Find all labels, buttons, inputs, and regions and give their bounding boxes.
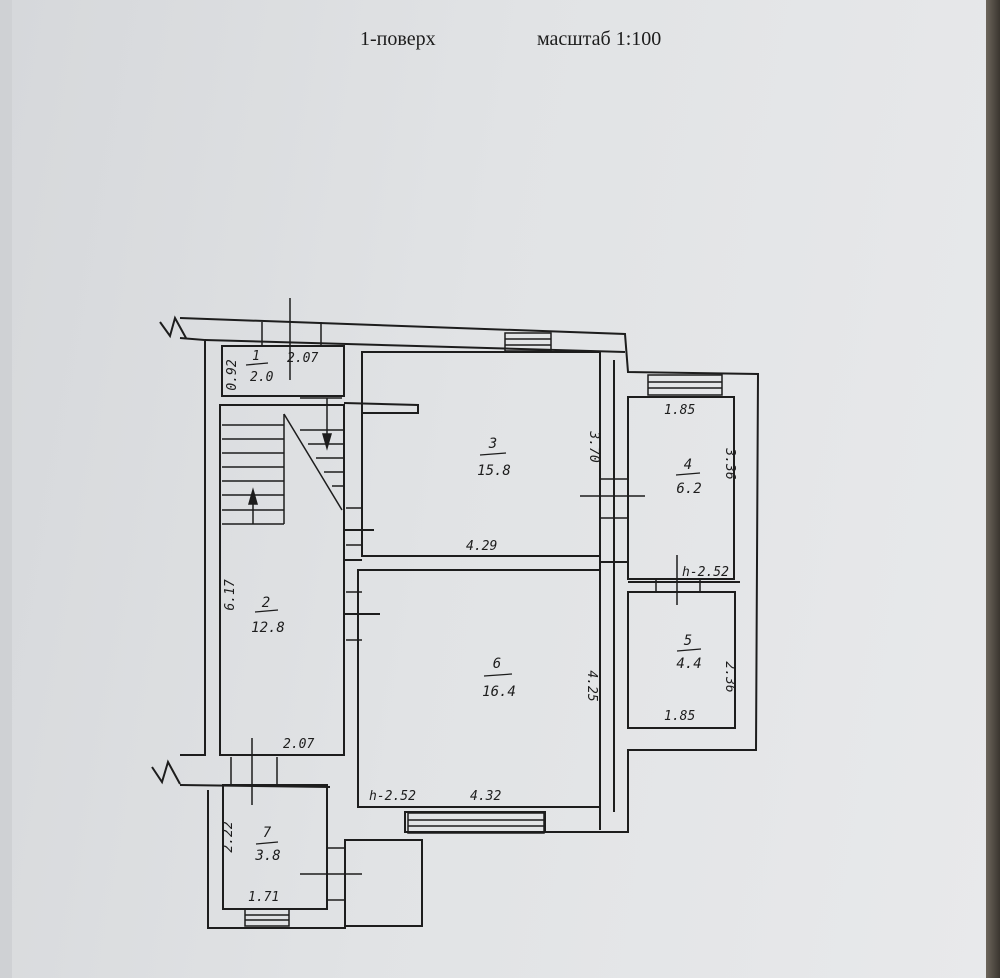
door-marks (230, 298, 701, 901)
room-6-area: 16.4 (482, 684, 516, 700)
room-3-area: 15.8 (477, 463, 511, 479)
window-room-7 (244, 908, 290, 927)
walls (151, 315, 760, 929)
wall-break-bottom (151, 759, 181, 785)
room-6-width: 4.32 (470, 789, 501, 804)
room-2-area: 12.8 (251, 620, 285, 636)
room-3 (361, 351, 601, 557)
room-4-area: 6.2 (676, 481, 701, 497)
room-6 (357, 569, 601, 808)
room-2-number: 2 (262, 595, 270, 611)
room-2 (219, 404, 345, 756)
room-1-height: 0.92 (225, 359, 240, 390)
room-5 (627, 591, 736, 729)
room-4-width: 1.85 (664, 403, 695, 418)
scale-label: масштаб 1:100 (537, 28, 662, 50)
window-room-3 (504, 332, 552, 352)
windows (244, 332, 723, 927)
wall-break-top (159, 315, 187, 339)
room-4-height: 3.36 (722, 447, 737, 479)
window-room-6 (407, 812, 545, 834)
outer-wall-left-upper (179, 337, 206, 756)
ceiling-height-main: h-2.52 (369, 789, 416, 804)
ceiling-height-right: h-2.52 (682, 565, 729, 580)
room-2-width: 2.07 (283, 737, 314, 752)
room-7-area: 3.8 (254, 848, 280, 864)
room-5-height: 2.36 (722, 661, 737, 692)
room-1-width: 2.07 (287, 351, 318, 366)
room-7-number: 7 (263, 825, 272, 841)
page-edge-shadow (986, 0, 1000, 978)
room-1 (221, 345, 345, 397)
outer-wall-right (179, 317, 760, 833)
room-5-number: 5 (684, 633, 692, 649)
floor-title: 1-поверх (360, 28, 436, 50)
room-7-width: 1.71 (248, 890, 279, 905)
room-3-number: 3 (488, 436, 497, 452)
document-page (12, 0, 988, 978)
outer-wall-bottom (207, 790, 423, 929)
room-2-height: 6.17 (223, 579, 238, 610)
room-6-number: 6 (493, 656, 501, 672)
staircase (222, 398, 344, 525)
room-3-height: 3.70 (586, 430, 601, 462)
room-1-area: 2.0 (250, 370, 274, 385)
room-1-number: 1 (252, 349, 260, 364)
room-5-area: 4.4 (676, 656, 701, 672)
room-4 (627, 396, 735, 580)
room-7-height: 2.22 (221, 821, 236, 852)
room-4-number: 4 (684, 457, 692, 473)
room-3-width: 4.29 (466, 539, 497, 554)
window-room-4 (647, 374, 723, 396)
room-6-height: 4.25 (584, 670, 599, 701)
room-5-width: 1.85 (664, 709, 695, 724)
